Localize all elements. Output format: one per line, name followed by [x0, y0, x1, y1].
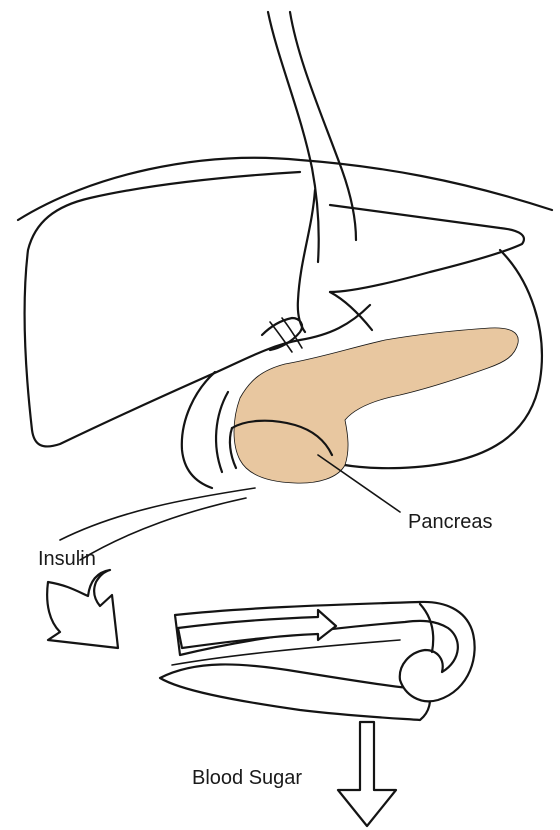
- pancreas-label: Pancreas: [408, 512, 493, 532]
- pancreas-pointer: [318, 455, 400, 512]
- insulin-flow-line-2: [80, 498, 246, 560]
- insulin-arrow: [47, 570, 118, 648]
- body-outline: [18, 158, 552, 220]
- vessel-outer-bottom: [160, 664, 430, 720]
- duodenum: [182, 372, 215, 488]
- esophagus-right: [290, 12, 356, 240]
- blood-sugar-arrow: [338, 722, 396, 826]
- insulin-flow-line-1: [60, 488, 255, 540]
- stomach-lower: [330, 292, 372, 330]
- insulin-label: Insulin: [38, 549, 96, 569]
- liver-lobe-line: [298, 190, 315, 332]
- gallbladder-duct: [262, 318, 302, 350]
- stomach: [330, 205, 524, 292]
- blood-sugar-label: Blood Sugar: [192, 768, 302, 788]
- duodenum-inner: [216, 392, 228, 472]
- pancreas: [234, 328, 518, 483]
